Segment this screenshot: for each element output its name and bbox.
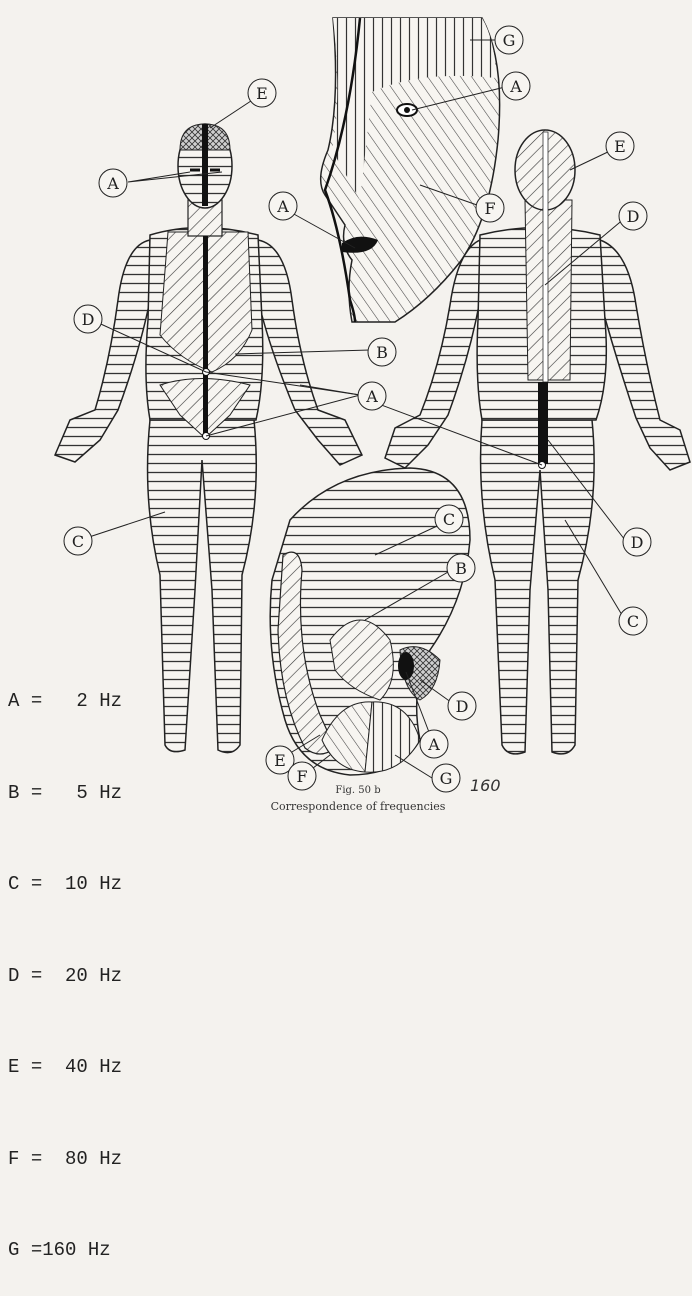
legend-row-e: E = 40 Hz: [8, 1052, 122, 1083]
svg-text:E: E: [614, 137, 626, 156]
svg-text:E: E: [256, 84, 268, 103]
legend-key: C: [8, 873, 19, 895]
back-central-line-e: [543, 132, 548, 382]
legend-value: = 80 Hz: [31, 1148, 122, 1170]
label-c-ear: C: [435, 505, 463, 533]
legend-value: = 40 Hz: [31, 1056, 122, 1078]
label-e-front-head: E: [248, 79, 276, 107]
svg-text:E: E: [274, 751, 286, 770]
label-e-back-head: E: [606, 132, 634, 160]
label-a-ear: A: [420, 730, 448, 758]
ear-a-zone: [398, 652, 414, 680]
svg-text:F: F: [484, 199, 495, 218]
legend-value: =160 Hz: [31, 1239, 111, 1261]
label-a-front-center: A: [358, 382, 386, 410]
legend-row-g: G =160 Hz: [8, 1235, 122, 1266]
svg-text:A: A: [276, 197, 289, 216]
front-left-arm: [55, 240, 150, 462]
label-a-front-eyes: A: [99, 169, 127, 197]
legend-row-a: A = 2 Hz: [8, 686, 122, 717]
svg-text:A: A: [106, 174, 119, 193]
svg-text:D: D: [456, 697, 469, 716]
legend-value: = 2 Hz: [31, 690, 122, 712]
label-c-front-leg: C: [64, 527, 92, 555]
label-d-back-spine: D: [619, 202, 647, 230]
legend-key: F: [8, 1148, 19, 1170]
label-c-back-leg: C: [619, 607, 647, 635]
front-central-line-d: [203, 236, 208, 436]
legend-key: B: [8, 782, 19, 804]
svg-text:D: D: [631, 533, 644, 552]
label-a-lips: A: [269, 192, 297, 220]
label-g-forehead: G: [495, 26, 523, 54]
svg-text:B: B: [455, 559, 467, 578]
figure-number: Fig. 50 b: [258, 785, 458, 796]
label-d-ear: D: [448, 692, 476, 720]
legend-value: = 10 Hz: [31, 873, 122, 895]
back-spine-d-zone: [525, 200, 572, 380]
svg-text:C: C: [627, 612, 639, 631]
svg-text:A: A: [509, 77, 522, 96]
legend-row-f: F = 80 Hz: [8, 1144, 122, 1175]
legend-row-b: B = 5 Hz: [8, 778, 122, 809]
legend-value: = 5 Hz: [31, 782, 122, 804]
svg-text:A: A: [365, 387, 378, 406]
svg-text:G: G: [503, 31, 516, 50]
back-right-arm: [600, 240, 690, 470]
svg-text:A: A: [427, 735, 440, 754]
label-a-eye: A: [502, 72, 530, 100]
svg-text:C: C: [72, 532, 84, 551]
legend-key: D: [8, 965, 19, 987]
svg-text:B: B: [376, 343, 388, 362]
legend-row-d: D = 20 Hz: [8, 961, 122, 992]
label-d-front: D: [74, 305, 102, 333]
face-pupil: [404, 107, 410, 113]
label-f-face: F: [476, 194, 504, 222]
svg-text:D: D: [627, 207, 640, 226]
svg-text:D: D: [82, 310, 95, 329]
front-central-line-e: [202, 124, 208, 206]
page-number: 160: [470, 776, 501, 795]
legend-row-c: C = 10 Hz: [8, 869, 122, 900]
legend-key: G: [8, 1239, 19, 1261]
frequency-legend: A = 2 Hz B = 5 Hz C = 10 Hz D = 20 Hz E …: [8, 625, 122, 1296]
label-d-back-lower: D: [623, 528, 651, 556]
back-legs: [481, 420, 595, 754]
legend-key: E: [8, 1056, 19, 1078]
legend-value: = 20 Hz: [31, 965, 122, 987]
figure-caption: Correspondence of frequencies: [258, 800, 458, 813]
back-central-line-d: [538, 382, 548, 464]
svg-text:F: F: [296, 767, 307, 786]
front-legs: [148, 420, 257, 753]
label-b-front: B: [368, 338, 396, 366]
label-b-ear: B: [447, 554, 475, 582]
svg-text:C: C: [443, 510, 455, 529]
legend-key: A: [8, 690, 19, 712]
